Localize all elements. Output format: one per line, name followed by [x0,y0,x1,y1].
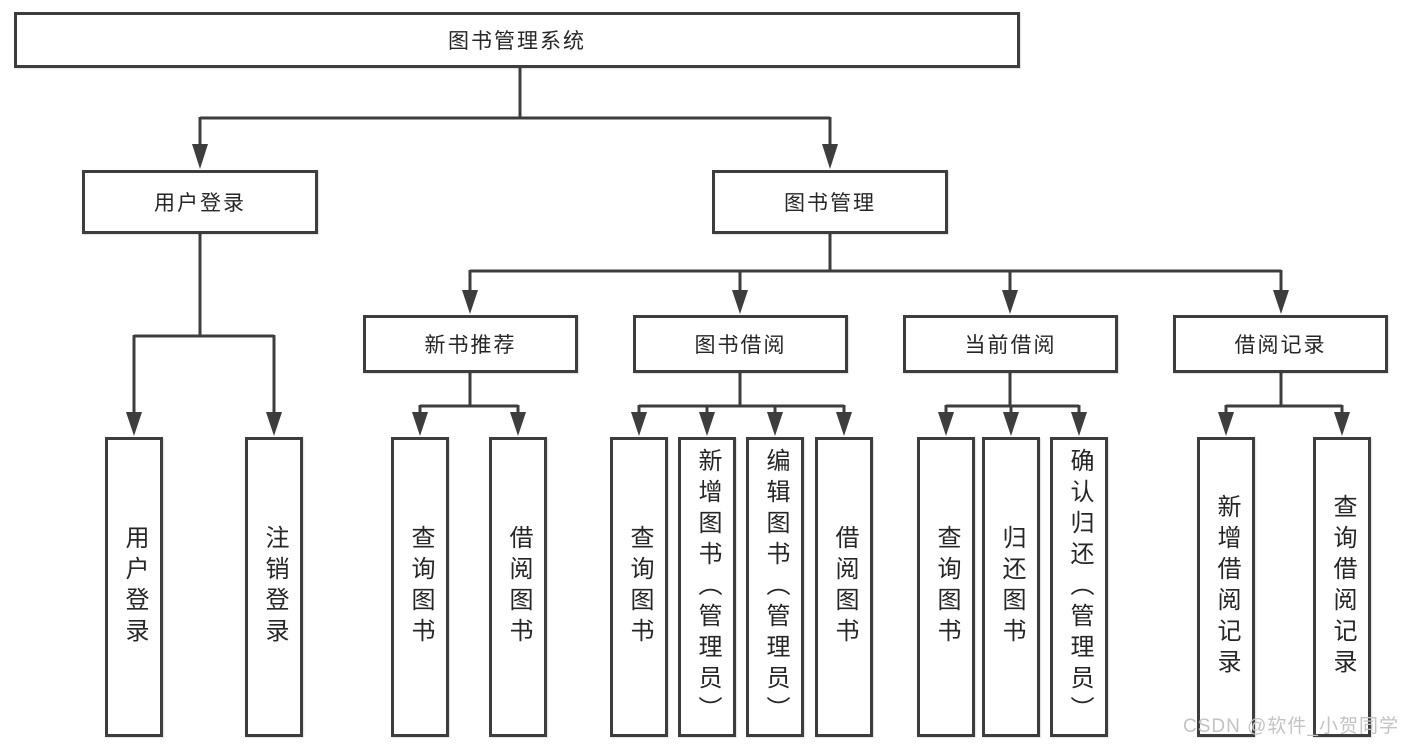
leaf-add-books-admin-label: 新增图书（管理员） [694,447,721,727]
leaf-query-books-current: 查询图书 [917,437,975,737]
leaf-return-books-label: 归还图书 [998,525,1025,649]
leaf-borrow-books-label: 借阅图书 [831,525,858,649]
node-borrow-records-label: 借阅记录 [1234,334,1327,357]
leaf-confirm-return-admin-label: 确认归还（管理员） [1066,447,1093,727]
leaf-return-books: 归还图书 [982,437,1040,737]
watermark: CSDN @软件_小贺同学 [1183,716,1399,737]
leaf-user-login-label: 用户登录 [121,525,148,649]
node-root-label: 图书管理系统 [448,30,586,53]
node-user-login-label: 用户登录 [154,192,246,215]
node-book-borrow: 图书借阅 [633,315,848,373]
leaf-logout: 注销登录 [245,437,303,737]
node-new-book-recommend: 新书推荐 [363,315,578,373]
node-root: 图书管理系统 [14,12,1020,68]
leaf-query-borrow-record-label: 查询借阅记录 [1329,494,1356,680]
leaf-add-borrow-record-label: 新增借阅记录 [1213,494,1240,680]
leaf-query-books-recommend-label: 查询图书 [407,525,434,649]
leaf-add-books-admin: 新增图书（管理员） [678,437,736,737]
leaf-confirm-return-admin: 确认归还（管理员） [1050,437,1108,737]
leaf-logout-label: 注销登录 [261,525,288,649]
leaf-query-borrow-record: 查询借阅记录 [1313,437,1371,737]
leaf-borrow-books-recommend-label: 借阅图书 [505,525,532,649]
node-user-login: 用户登录 [82,170,318,234]
leaf-user-login: 用户登录 [105,437,163,737]
leaf-query-books-borrow: 查询图书 [610,437,668,737]
leaf-query-books-borrow-label: 查询图书 [626,525,653,649]
node-current-borrow: 当前借阅 [903,315,1118,373]
leaf-borrow-books-recommend: 借阅图书 [489,437,547,737]
node-new-book-recommend-label: 新书推荐 [424,334,517,357]
node-book-borrow-label: 图书借阅 [694,334,787,357]
leaf-edit-books-admin-label: 编辑图书（管理员） [762,447,789,727]
node-current-borrow-label: 当前借阅 [964,334,1057,357]
leaf-edit-books-admin: 编辑图书（管理员） [746,437,804,737]
node-book-management-label: 图书管理 [784,192,876,215]
leaf-borrow-books: 借阅图书 [815,437,873,737]
leaf-query-books-recommend: 查询图书 [391,437,449,737]
node-borrow-records: 借阅记录 [1173,315,1388,373]
leaf-query-books-current-label: 查询图书 [933,525,960,649]
node-book-management: 图书管理 [712,170,948,234]
leaf-add-borrow-record: 新增借阅记录 [1197,437,1255,737]
